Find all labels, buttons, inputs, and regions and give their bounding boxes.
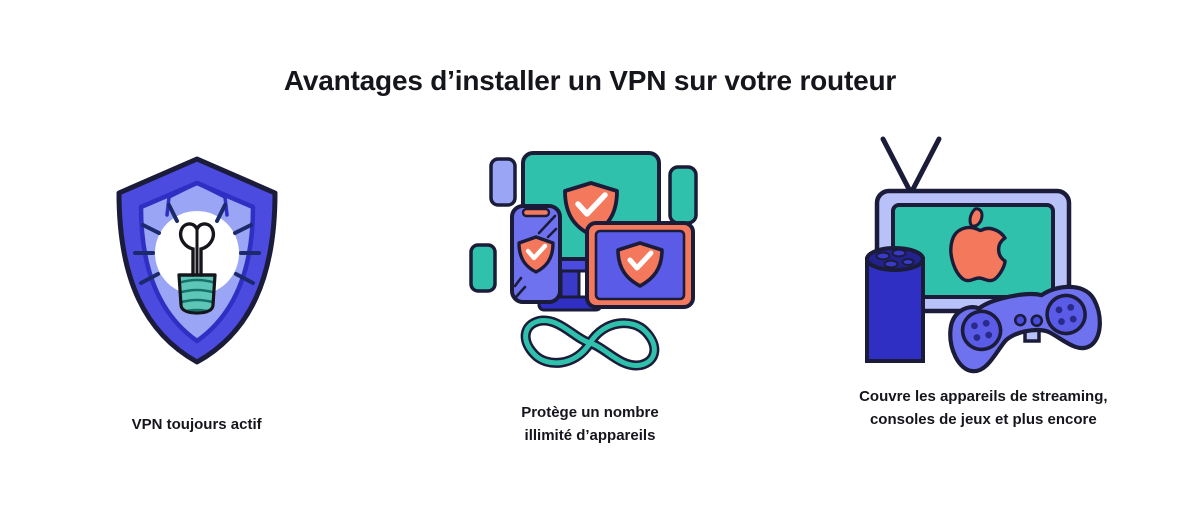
game-controller — [948, 284, 1102, 373]
infinity-symbol — [520, 315, 660, 370]
benefit-card-unlimited-devices: Protège un nombre illimité d’appareils — [400, 130, 780, 447]
benefit-caption-1: VPN toujours actif — [132, 414, 262, 437]
page-title: Avantages d’installer un VPN sur votre r… — [283, 65, 897, 96]
floating-chip-periwinkle-left — [489, 156, 517, 207]
benefit-caption-2-line-1: Protège un nombre — [521, 404, 659, 421]
shield-check-badge-phone — [517, 234, 555, 274]
tv-speaker-controller-icon — [864, 136, 1102, 373]
benefit-caption-2-line-2: illimité d’appareils — [524, 426, 656, 444]
shield-lightbulb-icon — [116, 156, 278, 364]
benefit-art-3 — [851, 130, 1116, 380]
smartphone — [509, 203, 562, 304]
benefit-caption-3: Couvre les appareils de streaming, conso… — [859, 386, 1107, 431]
benefit-card-streaming-consoles: Couvre les appareils de streaming, conso… — [793, 130, 1173, 431]
devices-infinity-icon — [469, 150, 698, 370]
benefit-caption-3-line-2: consoles de jeux et plus encore — [869, 410, 1097, 428]
benefit-caption-1-text: VPN toujours actif — [131, 416, 262, 433]
benefit-card-always-on-vpn: VPN toujours actif — [7, 130, 387, 437]
tv-antenna — [880, 136, 942, 195]
floating-chip-teal-left — [469, 242, 497, 293]
benefit-art-2 — [465, 130, 715, 380]
benefit-caption-2: Protège un nombre illimité d’appareils — [521, 402, 659, 447]
apple-logo-icon — [949, 206, 1007, 282]
tablet — [584, 220, 695, 309]
smart-speaker — [864, 245, 925, 363]
floating-chip-teal-right — [668, 164, 698, 225]
benefit-art-1 — [107, 130, 287, 380]
shield-check-badge-tablet — [616, 240, 664, 288]
benefit-caption-3-line-1: Couvre les appareils de streaming, — [859, 388, 1108, 405]
benefits-row: VPN toujours actif — [0, 130, 1180, 490]
